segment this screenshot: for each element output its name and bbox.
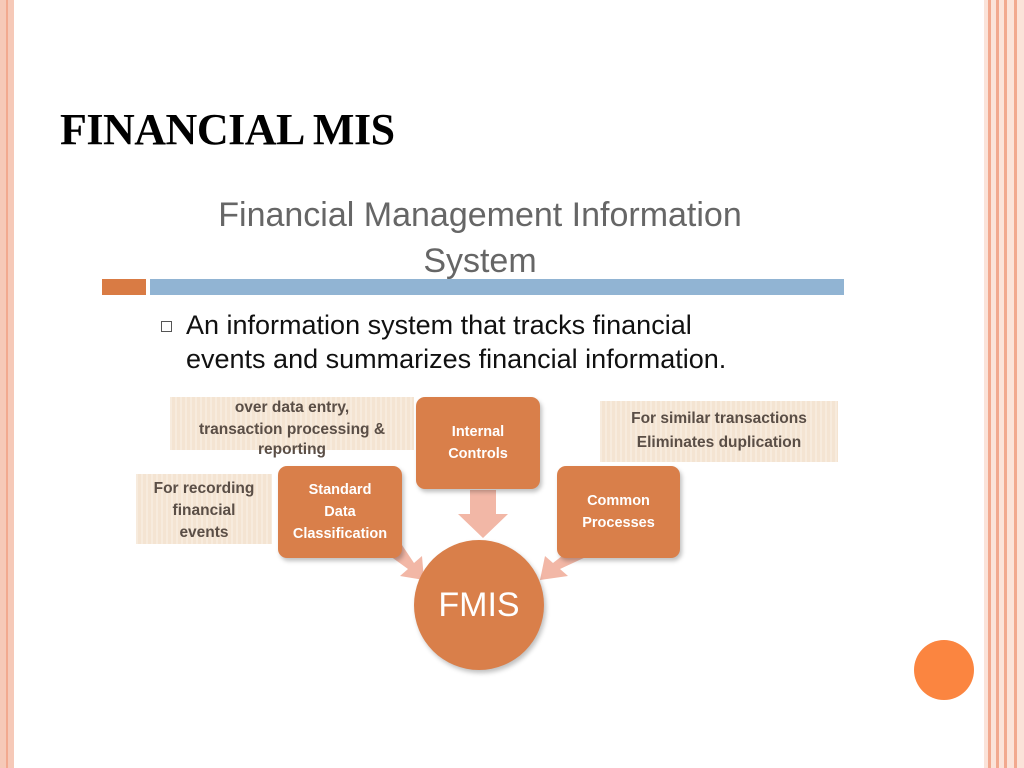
note-data-entry-line-3: reporting	[257, 441, 327, 458]
bullet-line-2: events and summarizes financial informat…	[186, 344, 727, 374]
node-standard-data-line-2: Data	[324, 504, 356, 520]
arrow-internal-controls	[458, 490, 508, 538]
node-internal-controls-line-2: Controls	[448, 446, 508, 462]
title-rule	[150, 279, 844, 295]
note-recording-line-3: events	[179, 524, 229, 541]
note-similar: For similar transactions Eliminates dupl…	[600, 401, 838, 462]
bullet-line-1: An information system that tracks financ…	[186, 310, 692, 340]
note-recording: For recording financial events	[136, 474, 272, 544]
note-data-entry-line-2: transaction processing &	[198, 421, 386, 438]
figure-title-line-1: Financial Management Information	[218, 196, 742, 234]
right-border-decoration	[984, 0, 1024, 768]
node-common-processes: Common Processes	[557, 466, 680, 558]
hub-fmis: FMIS	[414, 540, 544, 670]
decorative-circle	[914, 640, 974, 700]
node-standard-data-line-3: Classification	[292, 526, 388, 542]
note-recording-line-2: financial	[172, 502, 236, 519]
left-border-decoration	[0, 0, 14, 768]
figure-title-line-2: System	[423, 242, 537, 280]
note-data-entry: over data entry, transaction processing …	[170, 397, 414, 458]
node-internal-controls: Internal Controls	[416, 397, 540, 489]
figure-title: Financial Management Information System	[150, 192, 810, 284]
bullet-square-icon	[161, 321, 172, 332]
title-rule-accent	[102, 279, 146, 295]
slide-title: FINANCIAL MIS	[60, 105, 395, 154]
note-similar-line-1: For similar transactions	[631, 410, 807, 427]
node-internal-controls-line-1: Internal	[451, 424, 505, 440]
bullet-text: An information system that tracks financ…	[186, 308, 806, 376]
note-similar-line-2: Eliminates duplication	[636, 434, 802, 451]
note-data-entry-line-1: over data entry,	[234, 399, 350, 416]
node-standard-data-line-1: Standard	[308, 482, 372, 498]
note-recording-line-1: For recording	[153, 480, 255, 497]
node-common-processes-line-1: Common	[587, 493, 650, 509]
node-standard-data: Standard Data Classification	[278, 466, 402, 558]
node-common-processes-line-2: Processes	[582, 515, 655, 531]
